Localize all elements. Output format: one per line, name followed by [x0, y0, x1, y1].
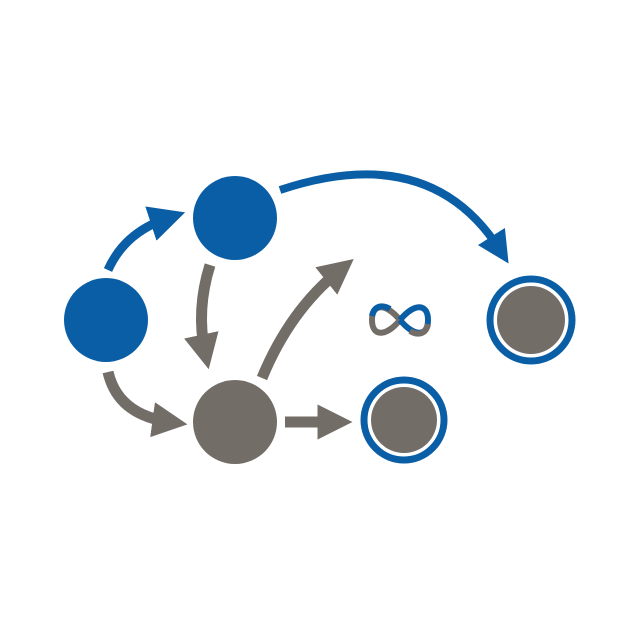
end-node-right [486, 275, 576, 365]
arrow-start-to-gray [102, 370, 188, 438]
top-node [193, 176, 277, 260]
start-node [64, 278, 148, 362]
infinity-icon [368, 303, 432, 337]
end-node-bottom [360, 376, 448, 464]
arrow-top-to-gray [184, 263, 219, 370]
arrow-start-to-top [103, 206, 186, 272]
arrow-gray-up [256, 259, 354, 381]
arrow-top-to-end-right [278, 170, 509, 264]
middle-gray-node [193, 380, 277, 464]
